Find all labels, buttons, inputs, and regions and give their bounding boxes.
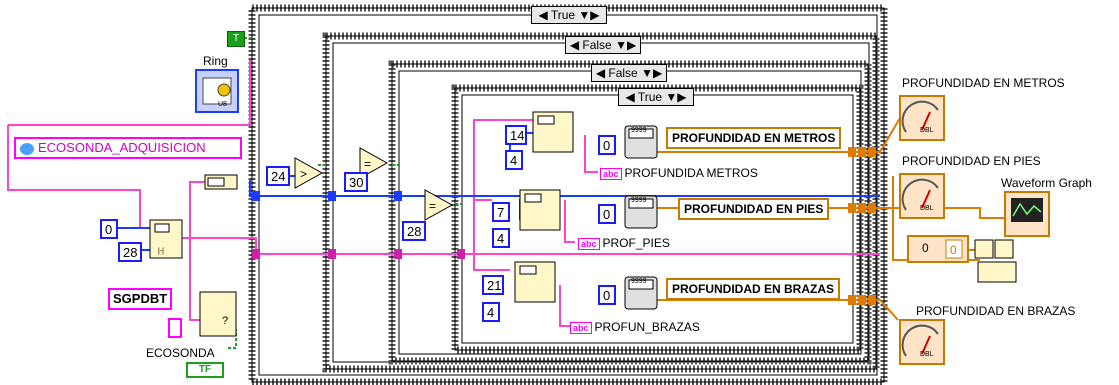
- row3-zero[interactable]: 0: [598, 285, 616, 305]
- row2-len[interactable]: 4: [492, 228, 510, 248]
- triangle-left-icon: ◀: [625, 90, 635, 104]
- tf-constant[interactable]: TF: [186, 362, 224, 378]
- scan-format-3: 9999: [631, 278, 647, 285]
- build-array-node[interactable]: [974, 239, 1017, 283]
- gauge-icon-brazas[interactable]: [899, 319, 945, 365]
- const-zero-left[interactable]: 0: [100, 219, 118, 239]
- scan-node-3[interactable]: [624, 276, 658, 310]
- const-28-inner[interactable]: 28: [402, 221, 426, 241]
- input-tunnels-pink: [252, 249, 465, 259]
- gauge-icon-pies[interactable]: [899, 173, 945, 219]
- empty-string-constant[interactable]: [168, 318, 182, 338]
- dropdown-icon: ▼▶: [665, 90, 687, 104]
- row3-offset[interactable]: 21: [482, 275, 504, 295]
- subset-node-2[interactable]: [519, 189, 561, 231]
- triangle-left-icon: ◀: [569, 38, 580, 52]
- ring-sub: U8: [218, 101, 227, 108]
- equal-node-2[interactable]: =: [424, 189, 454, 221]
- output-tunnels: [848, 147, 876, 305]
- gauge-label-pies: PROFUNDIDAD EN PIES: [902, 154, 1041, 168]
- const-30[interactable]: 30: [344, 172, 368, 192]
- row1-len[interactable]: 4: [505, 150, 523, 170]
- row2-offset[interactable]: 7: [492, 202, 510, 222]
- array-value: 0: [950, 243, 957, 257]
- enum-control[interactable]: ECOSONDA_ADQUISICION: [14, 137, 242, 159]
- string-length-node[interactable]: [204, 174, 238, 190]
- ring-label: Ring: [203, 54, 228, 68]
- row3-len[interactable]: 4: [482, 302, 500, 322]
- dropdown-icon: ▼▶: [615, 38, 637, 52]
- gauge-sub-brazas: DBL: [920, 351, 934, 358]
- row3-indicator[interactable]: PROFUNDIDAD EN BRAZAS: [666, 278, 840, 300]
- match-pattern-node[interactable]: ?: [199, 291, 237, 337]
- svg-text:=: =: [364, 157, 371, 171]
- gauge-sub-metros: DBL: [920, 127, 934, 134]
- scan-node-1[interactable]: [624, 125, 658, 159]
- ring-icon[interactable]: [195, 69, 239, 113]
- const-24[interactable]: 24: [266, 166, 290, 186]
- array-constant[interactable]: [907, 235, 969, 263]
- input-tunnels-blue: [252, 191, 402, 201]
- triangle-left-icon: ◀: [595, 66, 606, 80]
- gauge-label-metros: PROFUNDIDAD EN METROS: [902, 76, 1065, 90]
- case-selector-inner[interactable]: ◀ True ▼▶: [618, 88, 694, 106]
- row1-zero[interactable]: 0: [598, 135, 616, 155]
- svg-text:=: =: [429, 199, 436, 213]
- case-selector-3[interactable]: ◀ False ▼▶: [591, 64, 667, 82]
- enum-icon: [20, 142, 34, 155]
- subset-node-3[interactable]: [514, 261, 556, 303]
- gauge-icon-metros[interactable]: [899, 95, 945, 141]
- row2-indicator[interactable]: PROFUNDIDAD EN PIES: [678, 198, 830, 220]
- enum-value: ECOSONDA_ADQUISICION: [38, 140, 206, 155]
- row1-offset[interactable]: 14: [505, 125, 527, 145]
- waveform-graph-label: Waveform Graph: [1001, 176, 1092, 190]
- ecosonda-label: ECOSONDA: [146, 346, 215, 360]
- dropdown-icon: ▼▶: [641, 66, 663, 80]
- scan-format-1: 9999: [631, 127, 647, 134]
- gauge-label-brazas: PROFUNDIDAD EN BRAZAS: [916, 304, 1076, 318]
- const-28-left[interactable]: 28: [118, 242, 142, 262]
- scan-node-2[interactable]: [624, 195, 658, 229]
- case-selector-2[interactable]: ◀ False ▼▶: [565, 36, 641, 54]
- subset-node-1[interactable]: [532, 111, 574, 153]
- subset-node-main[interactable]: |-|: [149, 219, 183, 259]
- scan-format-2: 9999: [631, 197, 647, 204]
- row1-indicator[interactable]: PROFUNDIDAD EN METROS: [666, 127, 842, 149]
- true-constant[interactable]: T: [227, 31, 245, 47]
- dropdown-icon: ▼▶: [578, 8, 600, 22]
- svg-text:?: ?: [222, 315, 228, 327]
- waveform-graph-icon[interactable]: [1004, 191, 1050, 237]
- row2-zero[interactable]: 0: [598, 204, 616, 224]
- svg-text:|-|: |-|: [158, 248, 164, 255]
- array-index: 0: [922, 241, 929, 255]
- svg-text:>: >: [300, 167, 307, 181]
- greater-than-node[interactable]: >: [294, 157, 324, 189]
- sgpdbt-constant[interactable]: SGPDBT: [108, 288, 173, 310]
- equal-node-1[interactable]: =: [359, 147, 389, 179]
- gauge-sub-pies: DBL: [920, 205, 934, 212]
- case-selector-outer[interactable]: ◀ True ▼▶: [531, 6, 607, 24]
- triangle-left-icon: ◀: [538, 8, 548, 22]
